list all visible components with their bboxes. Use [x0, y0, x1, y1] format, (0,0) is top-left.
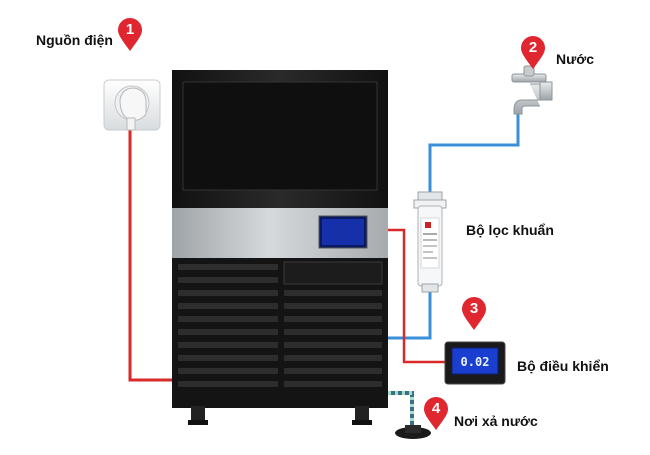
marker-3-number: 3	[469, 300, 479, 317]
marker-3-icon: 3	[461, 297, 487, 331]
marker-1-number: 1	[125, 21, 135, 38]
marker-4-icon: 4	[423, 397, 449, 431]
power-socket	[103, 79, 161, 131]
marker-4-number: 4	[431, 400, 441, 417]
label-filter: Bộ lọc khuẩn	[466, 222, 554, 238]
drain-pipe	[388, 391, 414, 430]
water-pipe	[388, 112, 520, 340]
controller-wire	[388, 228, 445, 364]
filter-cartridge	[413, 191, 447, 293]
label-power-source: Nguồn điện	[36, 32, 113, 48]
floor-drain	[395, 425, 431, 439]
controller-display-readout: 0.02	[461, 355, 490, 369]
label-controller: Bộ điều khiển	[517, 358, 609, 374]
machine-feet	[188, 406, 372, 425]
label-water: Nước	[556, 51, 594, 67]
machine-vent-slats	[178, 264, 382, 387]
power-cable	[128, 128, 172, 382]
marker-2-number: 2	[528, 39, 538, 56]
marker-1-icon: 1	[117, 18, 143, 52]
marker-2-icon: 2	[520, 36, 546, 70]
controller-device: 0.02	[444, 341, 506, 385]
faucet-icon	[511, 65, 553, 115]
label-drain: Nơi xả nước	[454, 413, 538, 429]
